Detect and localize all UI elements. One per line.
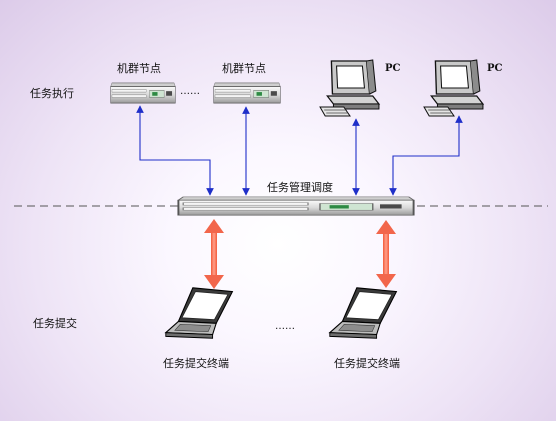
terminal-ellipsis: …… <box>275 321 295 332</box>
cluster-node-1-server-icon <box>110 82 176 104</box>
pc-1-desktop-icon <box>319 59 380 117</box>
pc-1-label: PC <box>385 63 401 74</box>
scheduler-label: 任务管理调度 <box>267 181 333 194</box>
submission-links <box>204 219 396 289</box>
cluster-node-2-server-icon <box>213 82 281 104</box>
row-label-execution: 任务执行 <box>30 87 74 100</box>
scheduler-server-icon <box>177 196 415 216</box>
row-label-submission: 任务提交 <box>33 317 77 330</box>
terminal-2-laptop-icon <box>329 287 397 339</box>
submission-arrow-1 <box>204 219 224 289</box>
cluster-ellipsis: …… <box>180 86 200 97</box>
cluster-node-1-label: 机群节点 <box>117 62 161 75</box>
link-cluster-node-1 <box>136 105 214 196</box>
cluster-node-2-label: 机群节点 <box>222 62 266 75</box>
terminal-2-label: 任务提交终端 <box>334 357 400 370</box>
pc-2-label: PC <box>487 63 503 74</box>
network-links <box>136 105 463 196</box>
terminal-1-laptop-icon <box>165 287 233 339</box>
pc-2-desktop-icon <box>423 59 484 117</box>
link-pc-2 <box>389 115 463 196</box>
submission-arrow-2 <box>376 220 396 288</box>
terminal-1-label: 任务提交终端 <box>163 357 229 370</box>
